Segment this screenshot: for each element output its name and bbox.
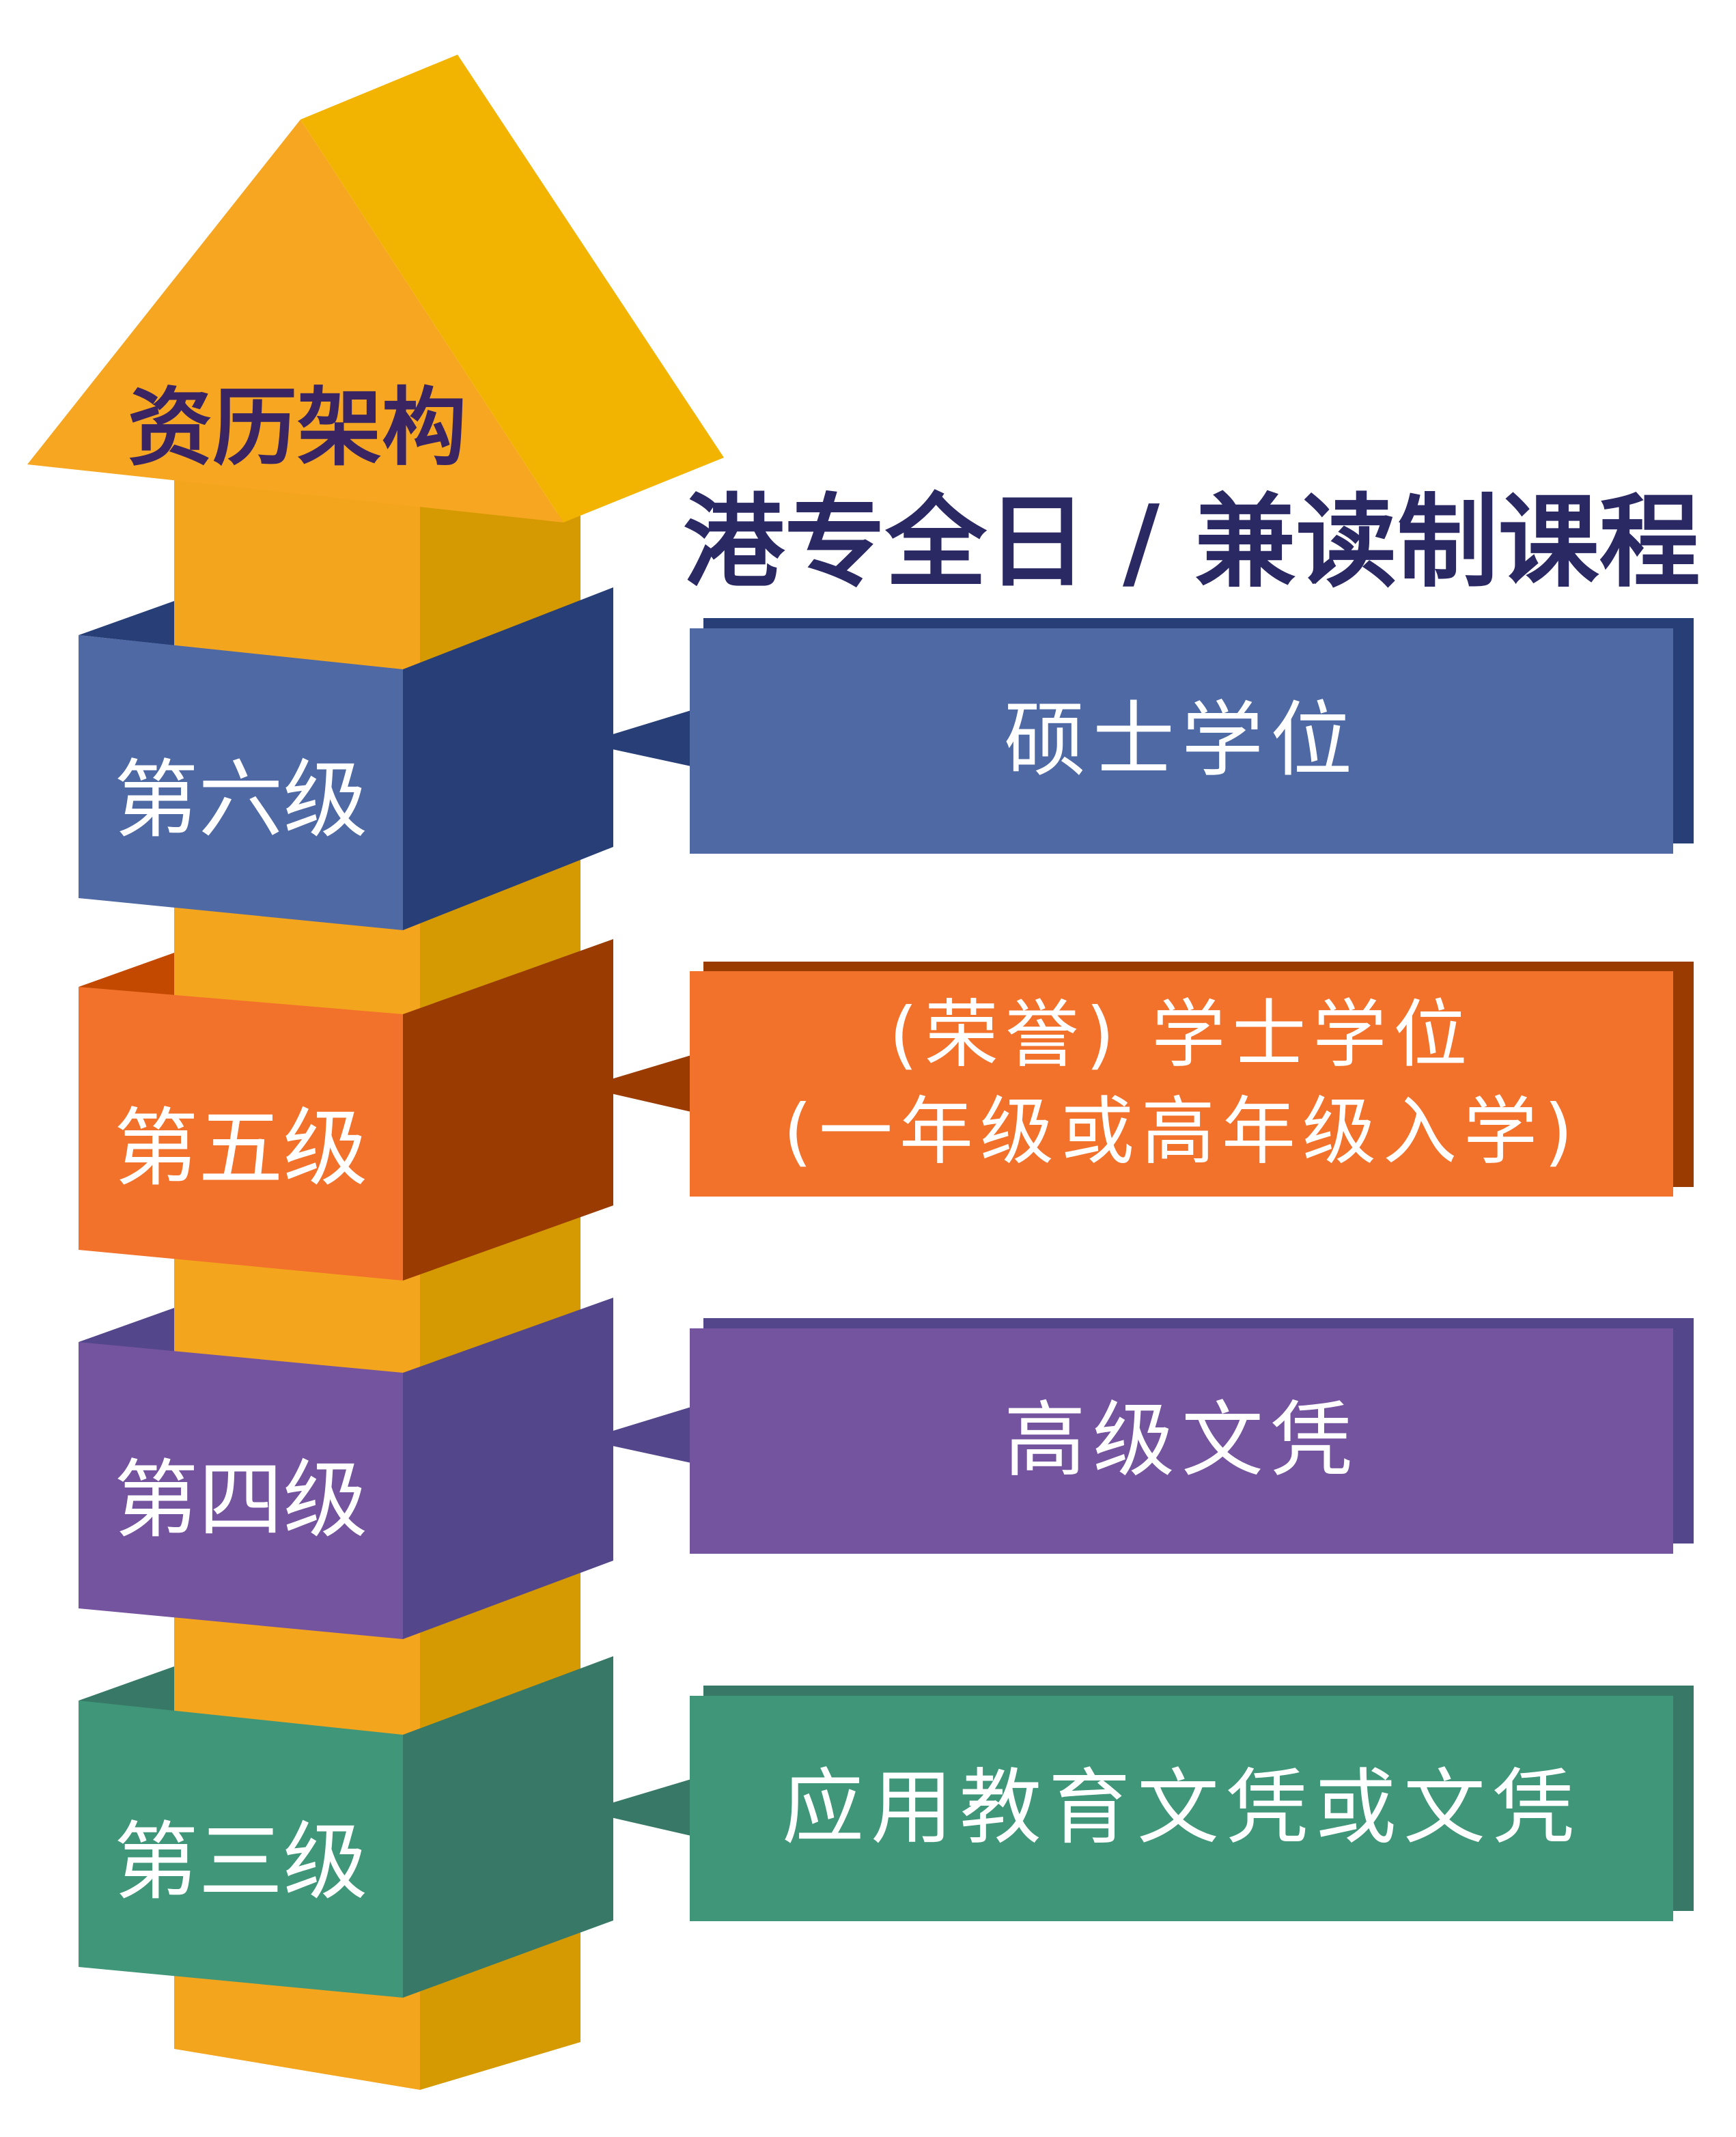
level-3-side-face xyxy=(403,1656,613,1998)
level-5-programme: (荣誉) 学士学位 (一年级或高年级入学) xyxy=(690,971,1673,1197)
level-3-box xyxy=(690,1696,1673,1921)
level-6-label: 第六级 xyxy=(113,751,368,850)
level-3-front-face xyxy=(79,1701,403,1998)
level-5-pointer xyxy=(584,1055,691,1112)
level-5-front-face xyxy=(79,987,403,1281)
level-6-pointer xyxy=(584,710,691,766)
level-3-programme: 应用教育文凭或文凭 xyxy=(690,1696,1673,1921)
level-4-pointer xyxy=(584,1407,691,1463)
programme-title: 港专全日 / 兼读制课程 xyxy=(683,483,1700,601)
level-3-label: 第三级 xyxy=(113,1813,368,1912)
level-5-box xyxy=(690,971,1673,1197)
level-5-programme-line-2: (一年级或高年级入学) xyxy=(783,1089,1580,1175)
level-4-side-face xyxy=(403,1298,613,1639)
level-4-label: 第四级 xyxy=(113,1451,368,1550)
arrow-head-right-face xyxy=(300,55,724,522)
level-4-box xyxy=(690,1328,1673,1554)
level-5-side-face xyxy=(403,939,613,1281)
level-6-programme-line: 硕士学位 xyxy=(1004,693,1359,788)
level-5-programme-line-1: (荣誉) 学士学位 xyxy=(888,992,1474,1078)
level-6-box xyxy=(690,628,1673,854)
level-3-programme-line: 应用教育文凭或文凭 xyxy=(782,1761,1581,1856)
level-4-programme: 高级文凭 xyxy=(690,1328,1673,1554)
level-6-top-face xyxy=(79,601,174,645)
arrow-head-left-face xyxy=(27,120,563,522)
level-4-front-face xyxy=(79,1342,403,1639)
level-5-label: 第五级 xyxy=(113,1100,368,1198)
level-6-programme: 硕士学位 xyxy=(690,628,1673,854)
level-4-programme-line: 高级文凭 xyxy=(1004,1393,1359,1488)
arrow-label: 资历架构 xyxy=(127,379,466,477)
level-3-pointer xyxy=(584,1779,691,1836)
level-6-front-face xyxy=(79,635,403,930)
level-6-side-face xyxy=(403,587,613,930)
